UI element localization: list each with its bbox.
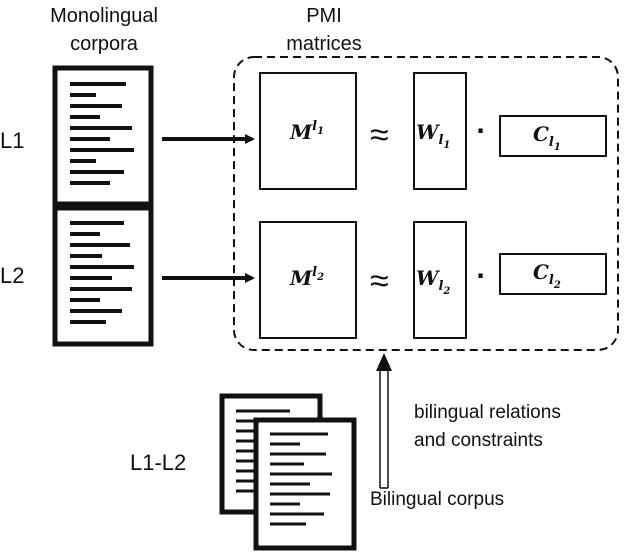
l2-pmi-matrix-box: [259, 221, 357, 339]
l2-context-matrix-symbol: Cl2: [533, 260, 561, 291]
l1-context-matrix-box: [499, 115, 607, 157]
bilingual-document-front-icon: [253, 417, 357, 551]
pmi-matrices-container: [233, 56, 619, 351]
pmi-header-line1: PMI: [306, 5, 342, 27]
l1-pmi-matrix-box: [259, 72, 357, 190]
l1-context-matrix-symbol: Cl1: [533, 122, 561, 153]
l2-word-matrix-symbol: Wl2: [416, 266, 450, 297]
l1-monolingual-document-icon: [52, 65, 154, 207]
l2-product-dot: ·: [476, 262, 485, 290]
l1-word-matrix-box: [413, 72, 467, 190]
l2-approx-symbol: ≈: [370, 262, 389, 300]
pmi-header-line2: matrices: [286, 33, 362, 55]
bilingual-pair-label: L1-L2: [130, 450, 186, 475]
l2-monolingual-document-icon: [52, 205, 154, 347]
bilingual-constraints-arrow: [376, 353, 392, 489]
l1-pmi-matrix-symbol: Ml1: [289, 119, 324, 144]
l2-context-matrix-box: [499, 253, 607, 295]
l2-language-label: L2: [0, 263, 24, 288]
corpora-header-line1: Monolingual: [50, 5, 158, 27]
corpora-header-line2: corpora: [70, 33, 139, 55]
l1-language-label: L1: [0, 128, 24, 153]
l1-product-dot: ·: [476, 117, 485, 145]
bilingual-relations-line2: and constraints: [414, 430, 543, 451]
bilingual-relations-line1: bilingual relations: [414, 402, 561, 423]
l2-pmi-matrix-symbol: Ml2: [289, 265, 324, 290]
l1-word-matrix-symbol: Wl1: [416, 120, 450, 151]
l2-word-matrix-box: [413, 221, 467, 339]
l1-approx-symbol: ≈: [370, 116, 389, 154]
bilingual-corpus-label: Bilingual corpus: [370, 489, 504, 510]
